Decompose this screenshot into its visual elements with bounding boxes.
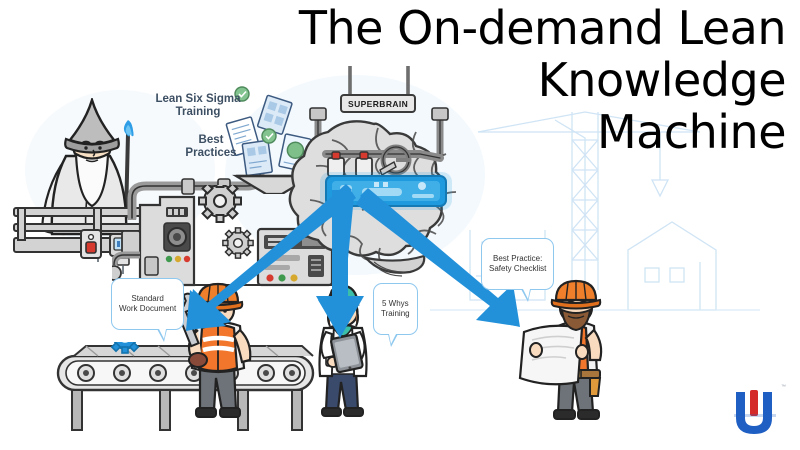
label-lean-six-sigma: Lean Six Sigma Training — [155, 93, 241, 118]
title-line-2: Knowledge — [537, 53, 787, 107]
field-worker — [518, 279, 603, 420]
brand-logo: ........ ™ — [724, 384, 786, 442]
conveyor-belt — [56, 342, 315, 431]
title-line-3: Machine — [596, 105, 787, 159]
logo-mark-u-icon: ........ — [734, 390, 776, 434]
callout-standard-work-document: Standard Work Document — [111, 278, 185, 342]
callout-best-practice-safety: Best Practice: Safety Checklist — [481, 238, 555, 302]
callout-standard-work-document-text: Standard Work Document — [119, 294, 177, 313]
callout-best-practice-safety-text: Best Practice: Safety Checklist — [489, 254, 547, 273]
title-line-1: The On-demand Lean — [298, 1, 787, 55]
callout-tail — [388, 334, 398, 347]
callout-five-whys-training-text: 5 Whys Training — [381, 299, 410, 318]
svg-text:........: ........ — [736, 414, 744, 418]
logo-trademark: ™ — [781, 384, 786, 390]
page-title: The On-demand Lean Knowledge Machine — [298, 1, 787, 159]
callout-tail — [521, 289, 532, 302]
callout-five-whys-training: 5 Whys Training — [373, 283, 418, 347]
callout-tail — [157, 329, 168, 342]
label-best-practices: Best Practices — [185, 134, 237, 159]
